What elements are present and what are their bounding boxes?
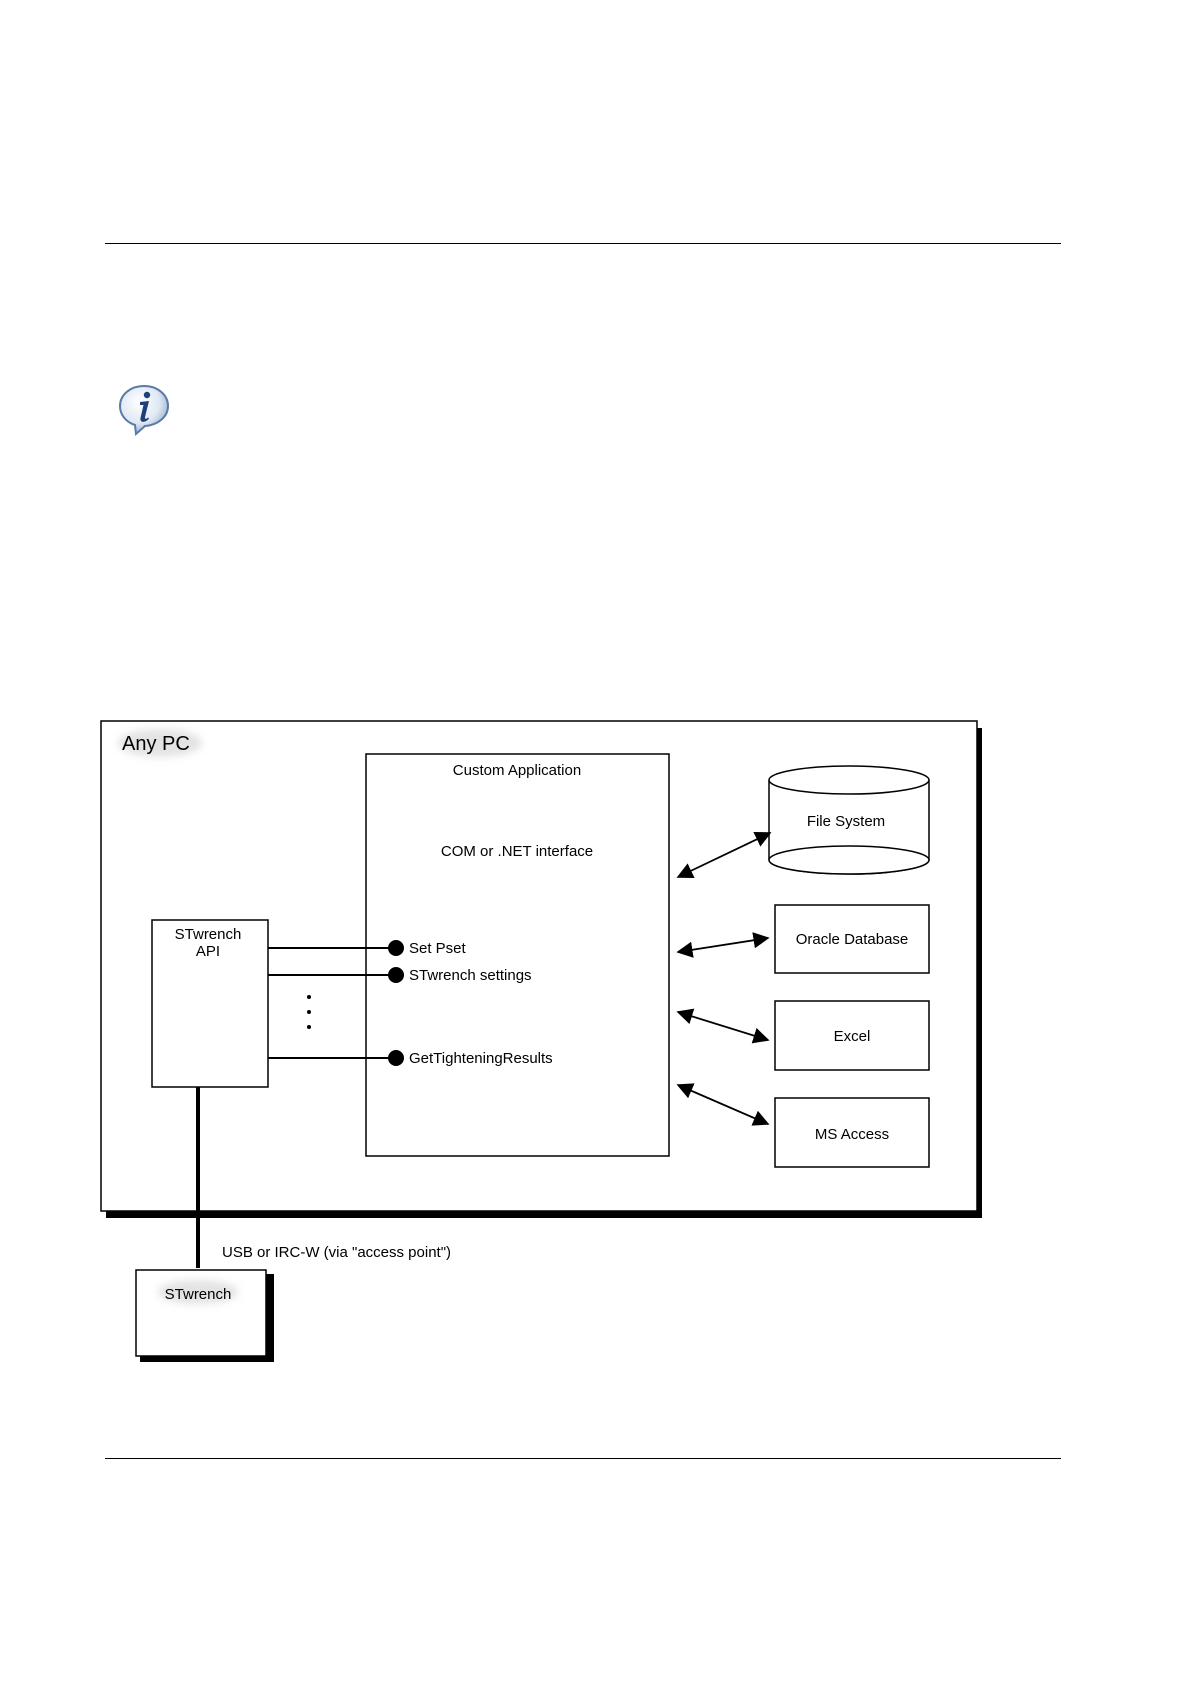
info-icon bbox=[116, 382, 172, 438]
function-label: GetTighteningResults bbox=[409, 1050, 553, 1067]
stwrench-device-label: STwrench bbox=[165, 1286, 232, 1303]
function-label: Set Pset bbox=[409, 940, 467, 957]
pc-label: Any PC bbox=[122, 733, 190, 755]
custom-application-title: Custom Application bbox=[453, 762, 581, 779]
connection-label: USB or IRC-W (via "access point") bbox=[222, 1244, 451, 1261]
excel-label: Excel bbox=[834, 1028, 871, 1045]
architecture-diagram: Any PC Custom Application COM or .NET in… bbox=[100, 720, 1000, 1380]
ms-access-label: MS Access bbox=[815, 1126, 889, 1143]
oracle-database-label: Oracle Database bbox=[796, 931, 909, 948]
api-label-line1: STwrench bbox=[175, 926, 242, 943]
footer-rule bbox=[105, 1458, 1061, 1459]
file-system-cylinder: File System bbox=[769, 766, 929, 874]
file-system-label: File System bbox=[807, 813, 885, 830]
function-label: STwrench settings bbox=[409, 967, 532, 984]
header-rule bbox=[105, 243, 1061, 244]
api-label-line2: API bbox=[196, 943, 220, 960]
interface-label: COM or .NET interface bbox=[441, 843, 593, 860]
